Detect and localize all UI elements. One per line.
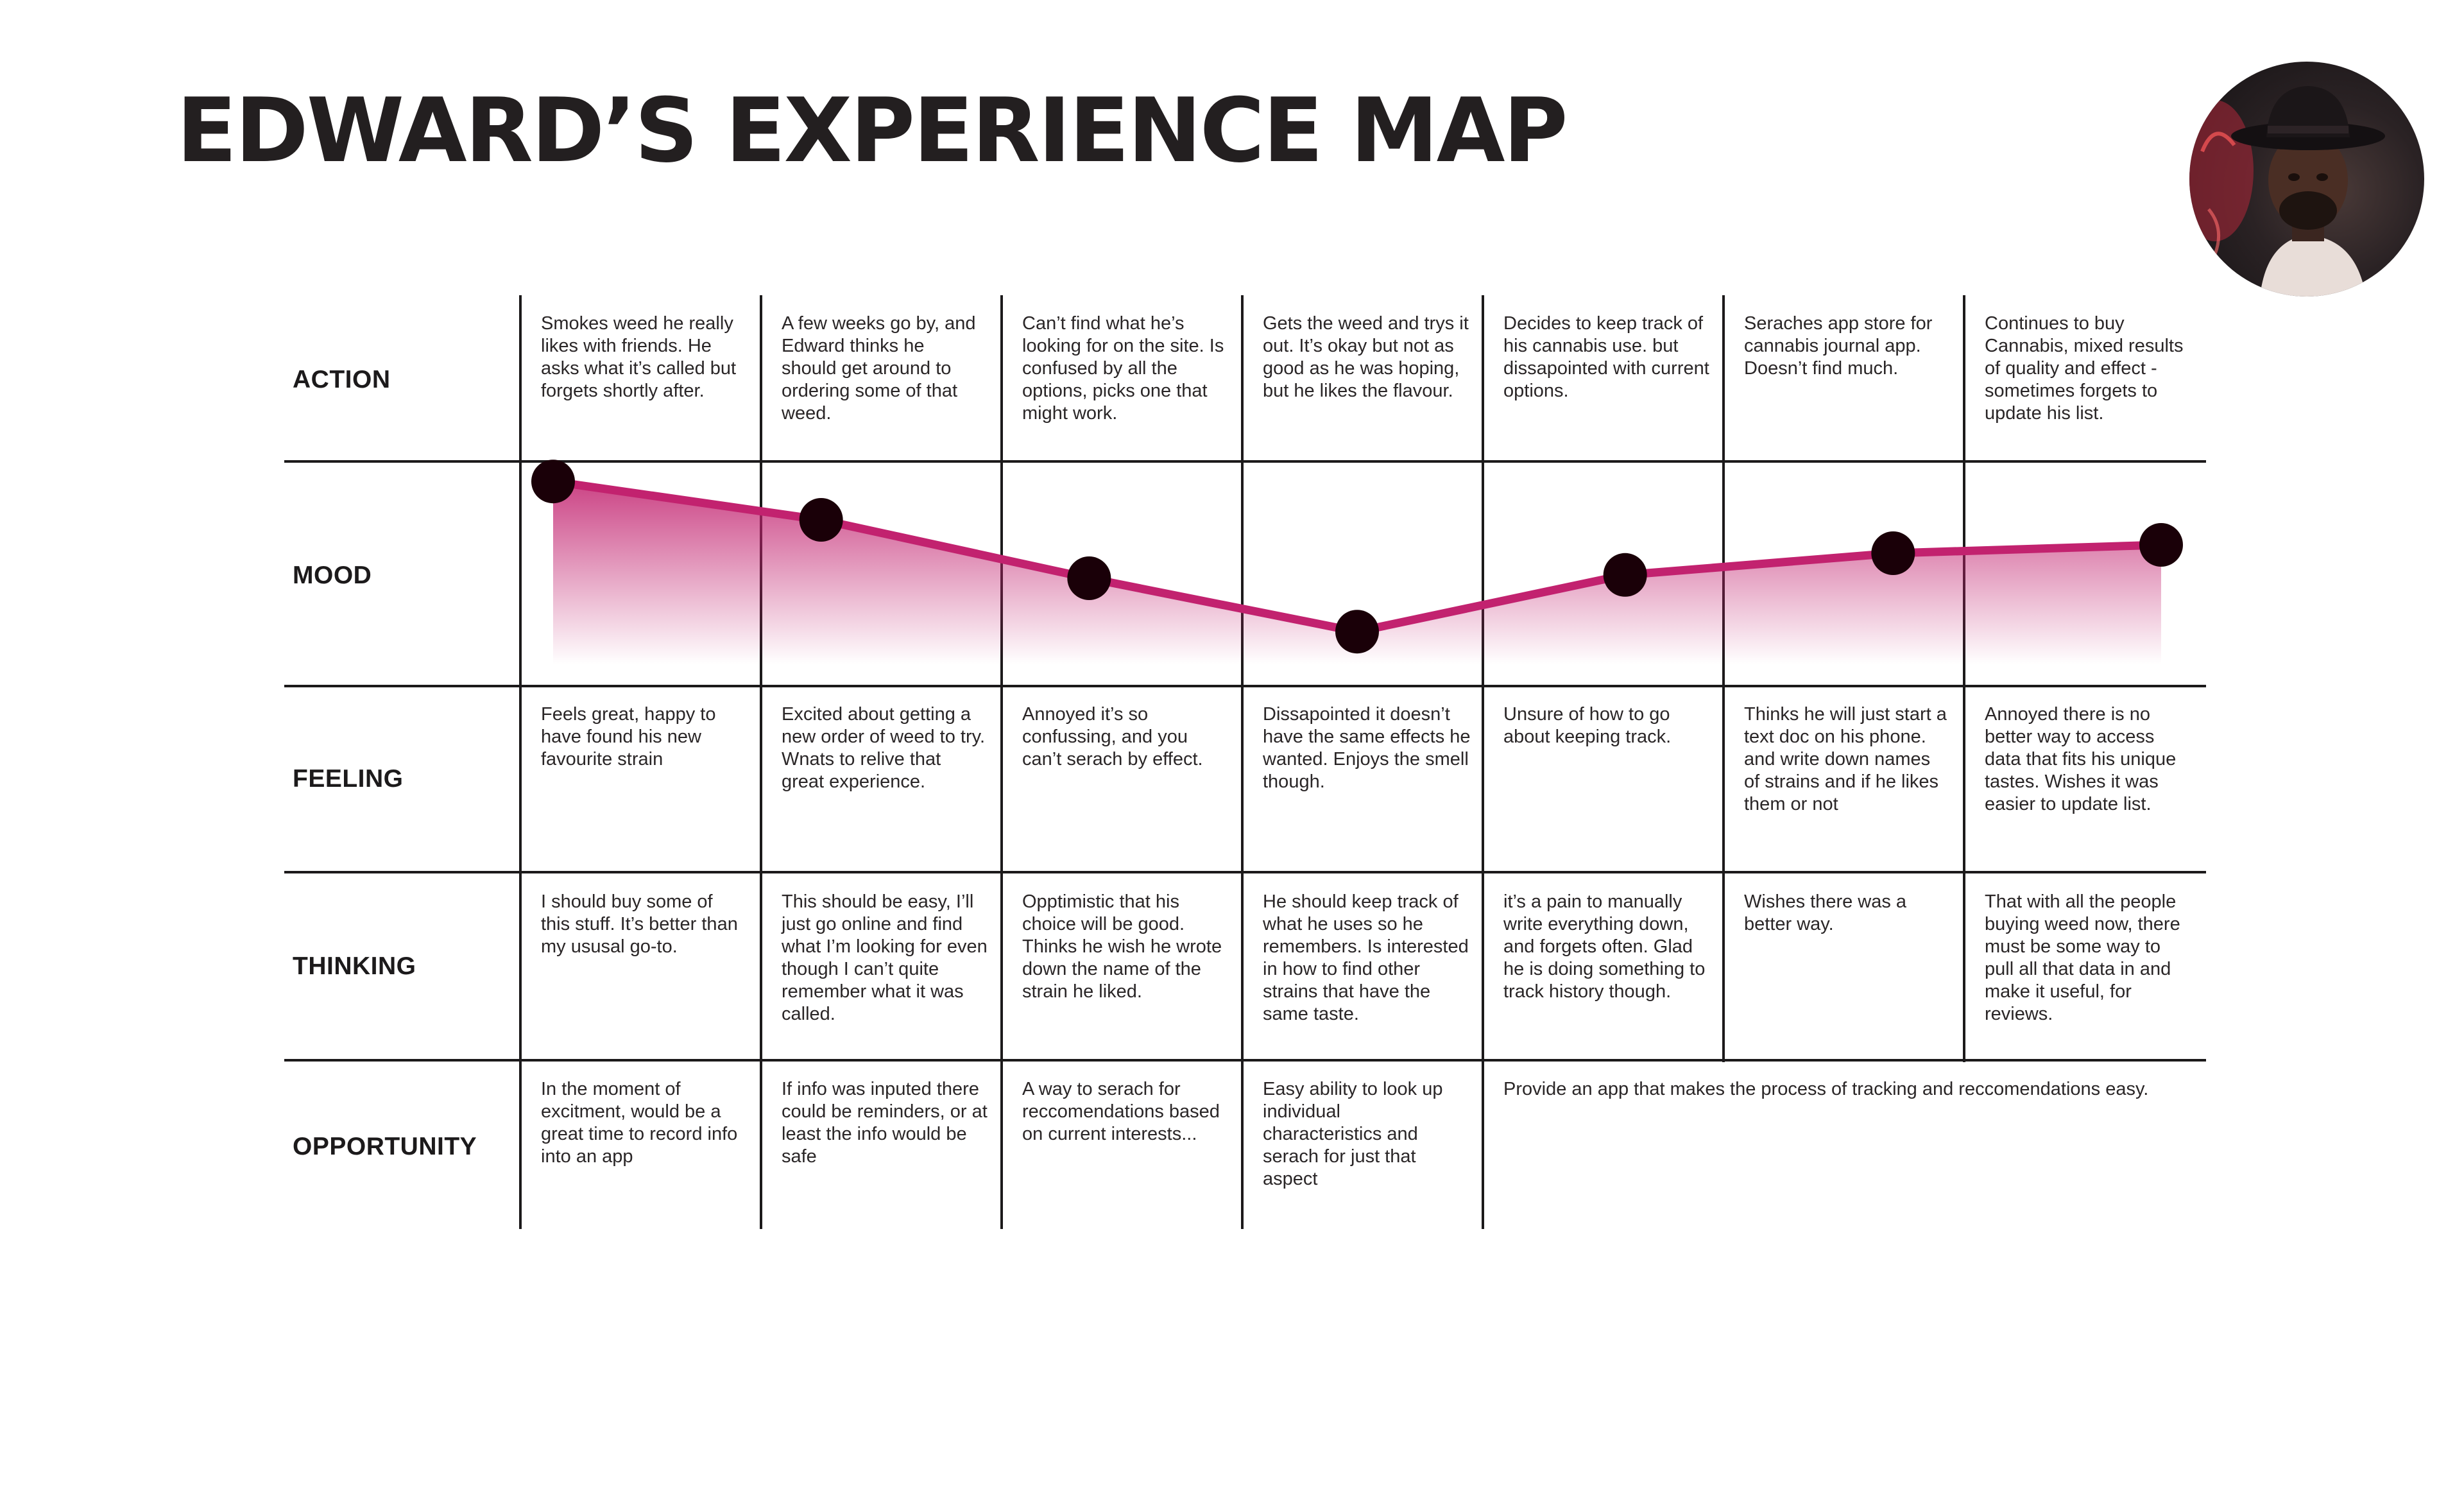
row-label-action: ACTION — [293, 366, 391, 393]
action-cell: Seraches app store for cannabis journal … — [1744, 313, 1933, 379]
action-cell: A few weeks go by, and Edward thinks he … — [782, 313, 976, 424]
row-label-feeling: FEELING — [293, 765, 404, 793]
row-label-mood: MOOD — [293, 562, 372, 589]
opportunity-cell: Easy ability to look up individual chara… — [1263, 1079, 1443, 1189]
mood-point-1 — [531, 460, 575, 504]
thinking-cell: He should keep track of what he uses so … — [1263, 891, 1469, 1024]
action-cell: Decides to keep track of his cannabis us… — [1503, 313, 1709, 401]
mood-point-4 — [1335, 610, 1379, 654]
action-cell: Continues to buy Cannabis, mixed results… — [1985, 313, 2184, 424]
thinking-cell: I should buy some of this stuff. It’s be… — [541, 891, 738, 957]
grid-line-v — [519, 295, 522, 1229]
mood-point-2 — [799, 498, 843, 542]
feeling-cell: Annoyed it’s so confussing, and you can’… — [1022, 704, 1203, 769]
action-cell: Gets the weed and trys it out. It’s okay… — [1263, 313, 1469, 401]
grid-line-v — [1000, 295, 1003, 1229]
thinking-cell: This should be easy, I’ll just go online… — [782, 891, 988, 1024]
action-cell: Can’t find what he’s looking for on the … — [1022, 313, 1224, 424]
grid-line-v — [1722, 295, 1725, 1062]
grid-line-v — [1482, 295, 1484, 1229]
opportunity-cell: If info was inputed there could be remin… — [782, 1079, 988, 1167]
feeling-cell: Unsure of how to go about keeping track. — [1503, 704, 1672, 747]
thinking-cell: it’s a pain to manually write everything… — [1503, 891, 1706, 1002]
thinking-cell: That with all the people buying weed now… — [1985, 891, 2180, 1024]
grid-line-v — [760, 295, 762, 1229]
page-title: EDWARD’S EXPERIENCE MAP — [176, 79, 1568, 182]
thinking-cell: Wishes there was a better way. — [1744, 891, 1907, 934]
mood-point-6 — [1871, 531, 1915, 575]
grid-line-h — [284, 685, 2206, 687]
grid-line-v — [1963, 295, 1965, 1062]
action-cell: Smokes weed he really likes with friends… — [541, 313, 737, 401]
feeling-cell: Annoyed there is no better way to access… — [1985, 704, 2177, 814]
mood-point-7 — [2139, 523, 2183, 567]
opportunity-cell-wide: Provide an app that makes the process of… — [1503, 1079, 2149, 1099]
row-label-thinking: THINKING — [293, 952, 416, 980]
feeling-cell: Dissapointed it doesn’t have the same ef… — [1263, 704, 1471, 792]
opportunity-cell: A way to serach for reccomendations base… — [1022, 1079, 1220, 1144]
feeling-cell: Thinks he will just start a text doc on … — [1744, 704, 1947, 814]
row-label-opportunity: OPPORTUNITY — [293, 1133, 477, 1160]
thinking-cell: Opptimistic that his choice will be good… — [1022, 891, 1222, 1002]
mood-point-5 — [1603, 553, 1647, 597]
mood-point-3 — [1067, 556, 1111, 600]
grid-line-h — [284, 871, 2206, 873]
opportunity-cell: In the moment of excitment, would be a g… — [541, 1079, 738, 1167]
feeling-cell: Excited about getting a new order of wee… — [782, 704, 986, 792]
feeling-cell: Feels great, happy to have found his new… — [541, 704, 716, 769]
grid-line-h — [284, 1059, 2206, 1062]
mood-area — [553, 481, 2161, 664]
persona-photo — [2189, 86, 2385, 297]
grid-line-h — [284, 460, 2206, 463]
grid-line-v — [1241, 295, 1244, 1229]
persona-avatar — [2189, 62, 2424, 297]
